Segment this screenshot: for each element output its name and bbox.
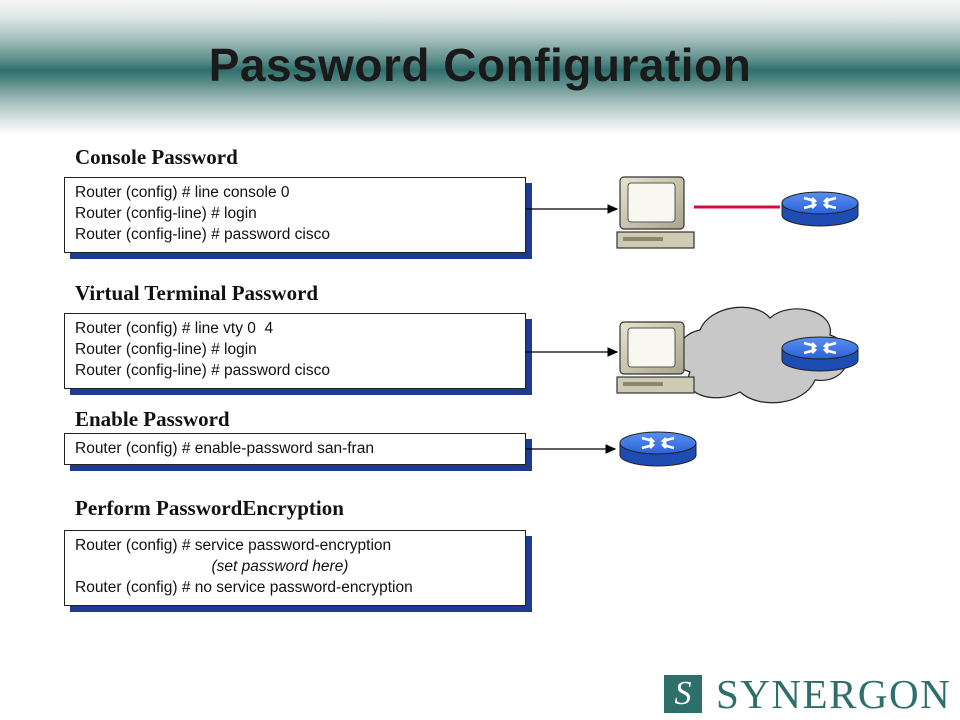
command-box-vty: Router (config) # line vty 0 4 Router (c…	[64, 313, 526, 389]
command-box-enable: Router (config) # enable-password san-fr…	[64, 433, 526, 465]
command-note: (set password here)	[211, 558, 349, 575]
page-title: Password Configuration	[208, 39, 752, 91]
title-band	[0, 0, 960, 135]
logo-text: SYNERGON	[716, 671, 952, 717]
command-line: Router (config-line) # password cisco	[75, 362, 330, 379]
router-icon	[780, 190, 860, 228]
section-heading-encryption: Perform PasswordEncryption	[75, 496, 344, 520]
command-line: Router (config) # line vty 0 4	[75, 320, 274, 337]
command-line: Router (config-line) # password cisco	[75, 226, 330, 243]
router-icon	[618, 430, 698, 468]
pc-icon	[616, 321, 695, 394]
command-box-encryption: Router (config) # service password-encry…	[64, 530, 526, 606]
pc-icon	[616, 176, 695, 249]
section-heading-console: Console Password	[75, 145, 238, 169]
section-heading-enable: Enable Password	[75, 407, 230, 431]
command-line: Router (config) # line console 0	[75, 184, 290, 201]
command-line: Router (config) # service password-encry…	[75, 537, 392, 554]
logo-mark: S	[664, 675, 702, 713]
section-heading-vty: Virtual Terminal Password	[75, 281, 319, 305]
router-icon	[780, 335, 860, 373]
command-line: Router (config) # no service password-en…	[75, 579, 413, 596]
synergon-logo: S SYNERGON	[664, 671, 952, 717]
command-box-console: Router (config) # line console 0 Router …	[64, 177, 526, 253]
command-line: Router (config) # enable-password san-fr…	[75, 440, 374, 457]
command-line: Router (config-line) # login	[75, 205, 257, 222]
cloud-icon	[674, 306, 849, 404]
command-line: Router (config-line) # login	[75, 341, 257, 358]
